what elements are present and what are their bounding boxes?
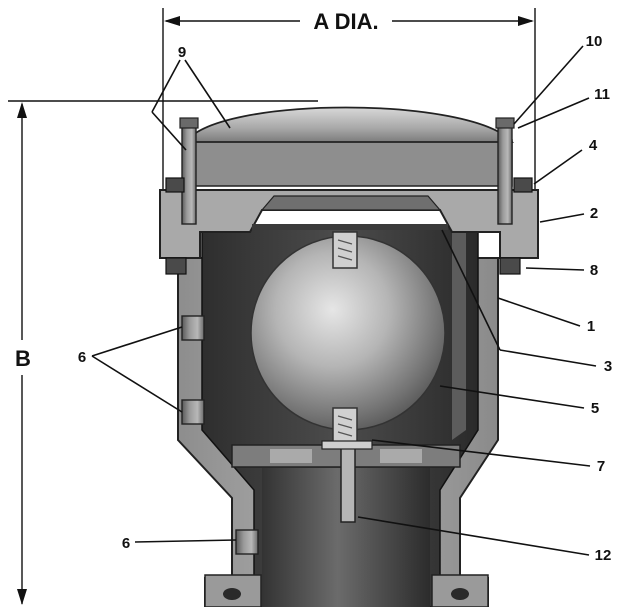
leader-10 <box>513 45 584 125</box>
dimension-a-label: A DIA. <box>313 9 378 34</box>
base-bolt-hole-left <box>223 588 241 600</box>
callout-6-upper: 6 <box>78 349 86 366</box>
leader-9-a <box>151 59 181 113</box>
guide-stem <box>340 443 356 523</box>
hood-dome <box>184 106 514 143</box>
seat-gasket <box>252 224 448 230</box>
callout-11: 11 <box>594 86 610 103</box>
dome-hood <box>184 106 514 187</box>
callout-1: 1 <box>587 318 595 335</box>
callout-7: 7 <box>597 458 605 475</box>
leader-6-a <box>91 326 183 357</box>
hood-skirt <box>185 139 513 187</box>
leader-7 <box>371 439 591 467</box>
leader-4 <box>533 149 583 185</box>
cover-seat-outlet <box>260 195 442 211</box>
plug-upper <box>181 315 205 341</box>
dimension-b-label: B <box>15 346 31 371</box>
callout-2: 2 <box>590 205 598 222</box>
leader-12 <box>357 516 590 556</box>
dimension-a-left-arrow <box>164 16 180 26</box>
cover-nut-bottom-right <box>499 257 521 275</box>
base-bolt-hole-right <box>451 588 469 600</box>
callout-9: 9 <box>178 44 186 61</box>
plug-neck <box>235 529 259 555</box>
dimension-b-bottom-arrow <box>17 589 27 605</box>
callout-3: 3 <box>604 358 612 375</box>
callout-4: 4 <box>589 137 598 154</box>
top-guide-threads <box>337 239 353 261</box>
callout-6-lower: 6 <box>122 535 130 552</box>
leader-9-b <box>151 111 187 151</box>
dimension-b: B <box>8 100 318 605</box>
hood-stud-right <box>497 123 513 225</box>
leader-8 <box>525 267 585 271</box>
leader-11 <box>517 97 590 129</box>
leader-5 <box>439 385 585 409</box>
callout-10: 10 <box>586 33 603 50</box>
hood-stud-left <box>181 123 197 225</box>
hood-stud-nut-right <box>495 117 515 129</box>
bottom-guide-bushing <box>332 407 358 445</box>
callout-12: 12 <box>595 547 612 564</box>
cover-nut-top-left <box>165 177 185 193</box>
dimension-a-right-arrow <box>518 16 534 26</box>
leader-2 <box>539 213 585 223</box>
callout-labels: 9 10 11 4 2 8 1 3 5 7 12 6 6 <box>78 33 612 564</box>
callout-8: 8 <box>590 262 598 279</box>
dimension-b-top-arrow <box>17 102 27 118</box>
leader-6-c <box>134 539 237 543</box>
seat-ring-web-left <box>270 449 312 463</box>
cover-nut-top-right <box>513 177 533 193</box>
bottom-guide-threads <box>337 415 353 437</box>
cover-plate <box>159 189 539 259</box>
cover-nut-bottom-left <box>165 257 187 275</box>
leader-lines <box>91 45 597 556</box>
pipe-plugs <box>181 315 259 555</box>
dimension-a: A DIA. <box>162 8 536 190</box>
body-wall-shadow <box>452 232 466 440</box>
leader-1 <box>497 297 581 327</box>
stem-washer <box>321 440 373 450</box>
callout-5: 5 <box>591 400 599 417</box>
leader-9-c <box>184 59 231 129</box>
leader-6-b <box>91 355 183 413</box>
seat-ring-web-right <box>380 449 422 463</box>
leader-3-a <box>499 349 597 367</box>
plug-lower <box>181 399 205 425</box>
hood-stud-nut-left <box>179 117 199 129</box>
leader-3-b <box>441 229 501 351</box>
